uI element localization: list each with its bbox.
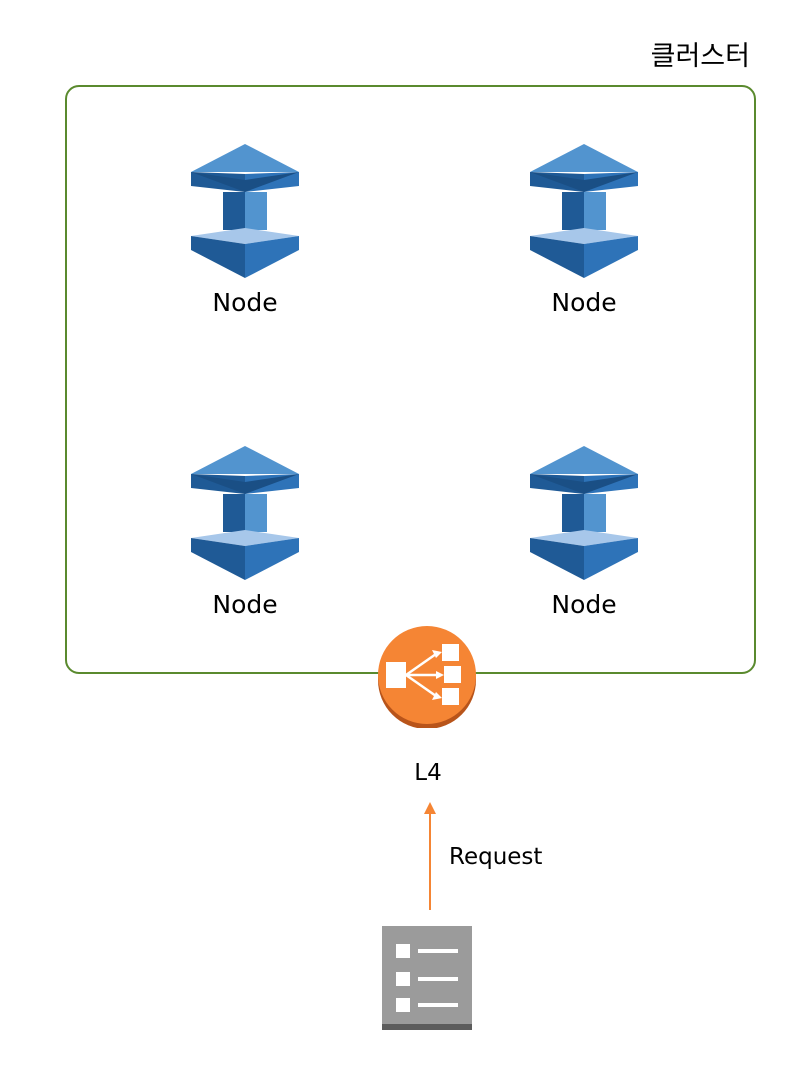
node-icon bbox=[530, 446, 638, 580]
load-balancer-label: L4 bbox=[414, 760, 442, 786]
node-icon bbox=[191, 144, 299, 278]
node-icon bbox=[191, 446, 299, 580]
node-label: Node bbox=[212, 590, 278, 619]
node-icon bbox=[530, 144, 638, 278]
request-label: Request bbox=[449, 844, 543, 870]
cluster-title: 클러스터 bbox=[650, 41, 750, 72]
node-4[interactable]: Node bbox=[514, 446, 654, 619]
node-label: Node bbox=[551, 288, 617, 317]
request-arrow bbox=[424, 802, 436, 910]
node-label: Node bbox=[212, 288, 278, 317]
node-3[interactable]: Node bbox=[175, 446, 315, 619]
node-1[interactable]: Node bbox=[175, 144, 315, 317]
node-label: Node bbox=[551, 590, 617, 619]
load-balancer-icon[interactable] bbox=[376, 626, 478, 728]
node-2[interactable]: Node bbox=[514, 144, 654, 317]
client-document-icon[interactable] bbox=[382, 926, 472, 1030]
